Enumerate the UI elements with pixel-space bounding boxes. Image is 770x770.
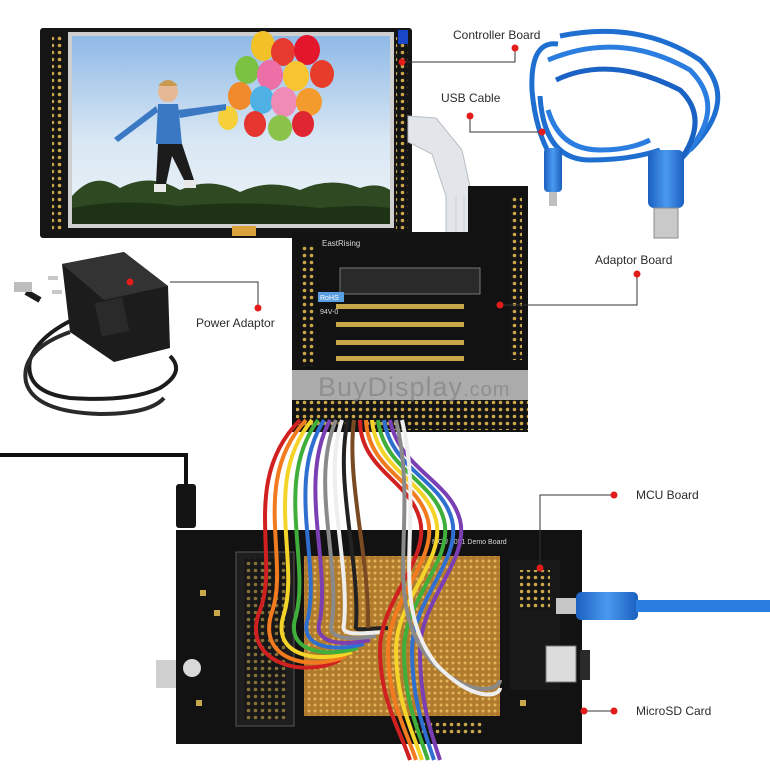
- rohs-mark: RoHS: [320, 295, 339, 302]
- dc-power-cord: [0, 453, 188, 488]
- adaptor-board: EastRising RoHS 94V-0: [292, 186, 528, 432]
- label-microsd-card: MicroSD Card: [636, 704, 712, 718]
- callout-dots: [126, 44, 641, 715]
- mcu-board-title: MCU 8051 Demo Board: [432, 539, 507, 546]
- label-power-adaptor: Power Adaptor: [196, 316, 275, 330]
- label-adaptor-board: Adaptor Board: [595, 253, 673, 267]
- power-adaptor: [14, 252, 179, 417]
- callout-leaders: [170, 48, 638, 712]
- label-controller-board: Controller Board: [453, 28, 541, 42]
- adaptor-brand-text: EastRising: [322, 239, 360, 248]
- ul-mark: 94V-0: [320, 309, 338, 316]
- child-figure: [114, 80, 226, 192]
- label-usb-cable: USB Cable: [441, 91, 501, 105]
- dc-plug: [176, 484, 196, 528]
- rainbow-ribbon-cable: [254, 418, 502, 761]
- tft-display-module: [40, 28, 412, 238]
- watermark-main: BuyDisplay: [318, 372, 464, 402]
- balloons: [218, 31, 334, 141]
- usb-cable-to-mcu: [556, 592, 770, 620]
- usb-cable-coil: [529, 28, 721, 239]
- watermark: BuyDisplay.com: [318, 372, 510, 403]
- label-mcu-board: MCU Board: [636, 488, 699, 502]
- watermark-domain: .com: [463, 379, 511, 401]
